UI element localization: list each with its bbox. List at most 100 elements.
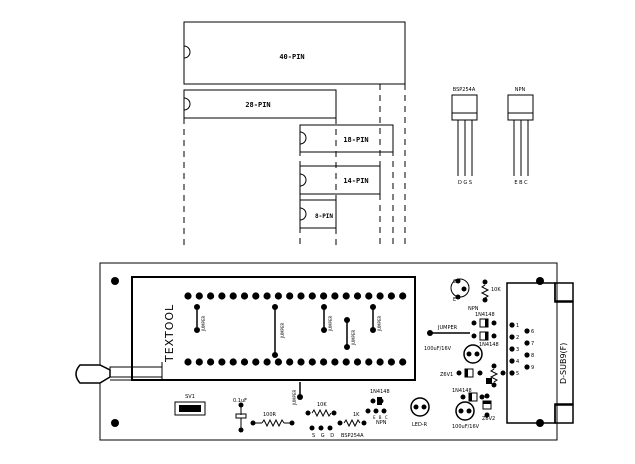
chip-40-label: 40-PIN <box>279 53 304 61</box>
diode-bottom-label: 1N4148 <box>370 389 390 395</box>
dsub-pin <box>509 346 515 352</box>
diode1-label: 1N4148 <box>475 312 495 318</box>
chip-28-label: 28-PIN <box>245 101 270 109</box>
zener-z6v2 <box>482 393 492 418</box>
transistor-npn <box>507 94 534 176</box>
socket-pin <box>320 292 328 300</box>
diode3-label: 1N4148 <box>452 388 472 394</box>
socket-pin <box>207 292 215 300</box>
socket-jumpers <box>196 307 374 355</box>
socket-pin <box>195 358 203 366</box>
jumper-label-4: JUMPER <box>351 330 356 346</box>
dsub-pin <box>524 328 530 334</box>
socket-pin <box>240 358 249 366</box>
socket-pin <box>399 292 407 300</box>
chip-footprints <box>183 21 406 245</box>
zif-bottom-pin-row <box>184 358 407 366</box>
dsub-pin <box>509 370 515 376</box>
dsub-pin <box>524 364 530 370</box>
dsub-pin <box>524 340 530 346</box>
resistor-10k-top <box>480 279 490 303</box>
cap100uf-2-label: 100uF/16V <box>452 424 480 430</box>
dsub-pin-label: 1 <box>516 323 519 329</box>
socket-pin <box>387 292 395 300</box>
bsp-pcb-pins: S G D <box>312 433 336 439</box>
dsub-pin-label: 5 <box>516 371 519 377</box>
dsub-label: D-SUB9(F) <box>559 343 568 384</box>
bsp-pcb-name: BSP254A <box>341 433 364 439</box>
zif-socket <box>75 276 416 384</box>
socket-pin <box>320 358 328 366</box>
chip-28-pin <box>183 89 337 119</box>
socket-pin <box>229 358 237 366</box>
diode-1n4148-3 <box>460 392 485 402</box>
socket-pin <box>207 358 215 366</box>
capacitor-100uf-2 <box>455 401 475 421</box>
socket-pin <box>387 358 395 366</box>
npn-pins: E B C <box>514 180 528 186</box>
pin-e-label: E <box>453 297 456 303</box>
r100-label: 100R <box>263 412 277 418</box>
sv1-header <box>174 401 206 416</box>
jumper-label-5: JUMPER <box>377 316 382 332</box>
socket-pin <box>353 292 362 300</box>
npn-top-label: NPN <box>468 306 479 312</box>
socket-pin <box>376 358 384 366</box>
socket-pin <box>184 358 192 366</box>
chip-40-pin <box>183 21 406 85</box>
dsub-pin <box>509 358 515 364</box>
zener2-label: Z6V2 <box>482 416 495 422</box>
socket-pin <box>342 292 350 300</box>
led-label: LED-R <box>412 422 428 428</box>
resistor-100r <box>250 418 295 428</box>
socket-pin <box>240 292 249 300</box>
zif-top-pin-row <box>184 292 407 300</box>
jumper-label-1: JUMPER <box>201 316 206 332</box>
npn-bottom-label: NPN <box>376 420 387 426</box>
npn-bottom-footprint <box>365 397 387 414</box>
socket-pin <box>252 358 260 366</box>
chip-18-label: 18-PIN <box>343 136 368 144</box>
socket-pin <box>308 292 316 300</box>
socket-pin <box>263 292 271 300</box>
jumper-label-6: JUMPER <box>292 390 297 406</box>
led-r <box>410 397 430 417</box>
textool-label: TEXTOOL <box>163 304 176 363</box>
socket-pin <box>365 358 373 366</box>
socket-pin <box>399 358 407 366</box>
socket-pin <box>331 292 339 300</box>
cap100uf-1-label: 100uF/16V <box>424 346 452 352</box>
npn-name: NPN <box>515 87 526 93</box>
jumper-label-7: JUMPER <box>437 325 458 331</box>
r10k-top-label: 10K <box>491 287 501 293</box>
pin-c-label: C <box>453 279 457 285</box>
resistor-vertical <box>486 363 506 388</box>
socket-pin <box>286 358 294 366</box>
dsub-pin-label: 4 <box>516 359 519 365</box>
bsp-name: BSP254A <box>453 87 476 93</box>
bsp-pins: D G S <box>458 180 472 186</box>
diode-1n4148-1 <box>471 318 497 328</box>
jumper-right <box>427 330 470 336</box>
socket-pin <box>274 292 282 300</box>
dsub-pin-label: 6 <box>531 329 534 335</box>
socket-pin <box>218 292 226 300</box>
chip-8-label: 8-PIN <box>315 213 333 220</box>
socket-pin <box>342 358 350 366</box>
npn-top-footprint <box>450 278 470 300</box>
resistor-10k-bottom <box>305 408 337 418</box>
dsub-pin <box>509 322 515 328</box>
socket-pin <box>297 358 305 366</box>
socket-pin <box>353 358 362 366</box>
socket-pin <box>286 292 294 300</box>
socket-pin <box>331 358 339 366</box>
capacitor-100uf-1 <box>463 344 483 364</box>
jumper-label-2: JUMPER <box>280 323 285 339</box>
bsp254a-footprint <box>309 425 333 431</box>
chip-18-pin <box>299 124 394 153</box>
dsub9-connector <box>506 282 574 424</box>
resistor-1k <box>337 418 367 428</box>
cap-01uf-label: 0.1uF <box>233 398 247 404</box>
